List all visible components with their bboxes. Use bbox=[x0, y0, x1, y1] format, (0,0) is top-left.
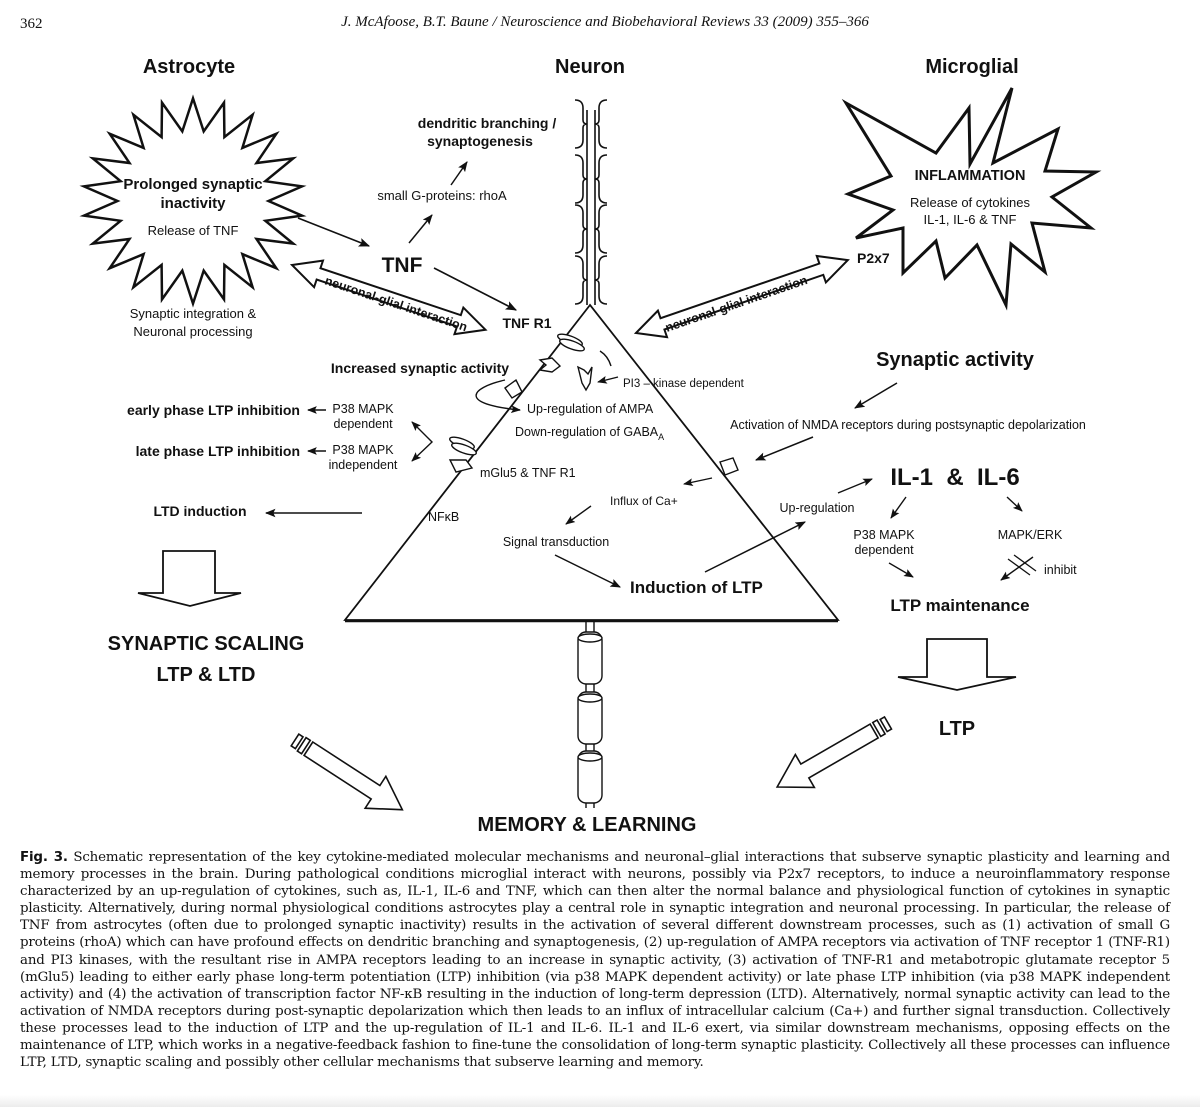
mapk-erk-label: MAPK/ERK bbox=[998, 528, 1063, 542]
gaba-subscript: A bbox=[658, 432, 664, 442]
ltp-label: LTP bbox=[939, 718, 975, 740]
dendritic-label-1: dendritic branching / bbox=[418, 115, 557, 131]
pi3-label: PI3 – kinase dependent bbox=[623, 378, 745, 390]
inhibit-mark bbox=[1007, 554, 1037, 576]
influx-ca-label: Influx of Ca+ bbox=[610, 494, 678, 508]
astrocyte-burst-shape bbox=[79, 94, 307, 308]
increased-activity-label: Increased synaptic activity bbox=[331, 360, 509, 376]
p38-dep-2: dependent bbox=[333, 417, 393, 431]
memory-learning-label: MEMORY & LEARNING bbox=[478, 814, 697, 836]
microglia-burst-sub-2: IL-1, IL-6 & TNF bbox=[924, 212, 1017, 227]
tnf-label: TNF bbox=[382, 254, 423, 277]
g-proteins-label: small G-proteins: rhoA bbox=[377, 188, 507, 203]
late-ltp-label: late phase LTP inhibition bbox=[136, 443, 300, 459]
synaptic-scaling-label-1: SYNAPTIC SCALING bbox=[108, 633, 305, 655]
dendritic-label-2: synaptogenesis bbox=[427, 133, 533, 149]
running-head: J. McAfoose, B.T. Baune / Neuroscience a… bbox=[341, 14, 869, 30]
dendrite bbox=[574, 99, 608, 305]
axon bbox=[577, 621, 603, 808]
astrocyte-burst-title-1: Prolonged synaptic bbox=[123, 176, 262, 193]
early-ltp-label: early phase LTP inhibition bbox=[127, 402, 300, 418]
il1-il6-label: IL-1 & IL-6 bbox=[890, 464, 1019, 491]
p38-indep-1: P38 MAPK bbox=[332, 443, 394, 457]
astrocyte-below-1: Synaptic integration & bbox=[130, 306, 257, 321]
nmda-label: Activation of NMDA receptors during post… bbox=[730, 418, 1086, 432]
nfkb-label: NFκB bbox=[428, 510, 459, 524]
heading-neuron: Neuron bbox=[555, 56, 625, 78]
astrocyte-burst-title-2: inactivity bbox=[160, 195, 226, 212]
p38-right-1: P38 MAPK bbox=[853, 528, 915, 542]
diag-arrow-left bbox=[290, 733, 404, 811]
synaptic-activity-label: Synaptic activity bbox=[876, 349, 1035, 371]
heading-microglial: Microglial bbox=[925, 56, 1018, 78]
down-gaba-label: Down-regulation of GABAA bbox=[515, 425, 664, 442]
page-number: 362 bbox=[20, 16, 43, 32]
mglu5-label: mGlu5 & TNF R1 bbox=[480, 466, 576, 480]
caption-label: Fig. 3. bbox=[20, 850, 68, 865]
down-arrow-right bbox=[897, 638, 1017, 691]
up-regulation-label: Up-regulation bbox=[779, 501, 854, 515]
p2x7-label: P2x7 bbox=[857, 250, 890, 266]
p38-right-2: dependent bbox=[854, 543, 914, 557]
diag-arrow-right bbox=[775, 715, 893, 789]
inhibit-label: inhibit bbox=[1044, 563, 1077, 577]
p38-dep-1: P38 MAPK bbox=[332, 402, 394, 416]
synaptic-scaling-label-2: LTP & LTD bbox=[157, 664, 256, 686]
figure-caption: Fig. 3. Schematic representation of the … bbox=[20, 849, 1170, 1071]
down-arrow-left bbox=[137, 550, 242, 607]
p38-indep-2: independent bbox=[329, 458, 398, 472]
heading-astrocyte: Astrocyte bbox=[143, 56, 235, 78]
page-bottom-edge bbox=[0, 1095, 1200, 1107]
up-ampa-label: Up-regulation of AMPA bbox=[527, 402, 654, 416]
ltp-maintenance-label: LTP maintenance bbox=[890, 596, 1029, 615]
microglia-burst-sub-1: Release of cytokines bbox=[910, 195, 1030, 210]
down-gaba-text: Down-regulation of GABA bbox=[515, 425, 659, 439]
tnf-r1-label: TNF R1 bbox=[503, 315, 552, 331]
astrocyte-below-2: Neuronal processing bbox=[133, 324, 252, 339]
astrocyte-burst-sub: Release of TNF bbox=[148, 223, 239, 238]
neuronal-glial-arrow-left bbox=[289, 259, 488, 336]
figure-diagram: Astrocyte Neuron Microglial Prolonged sy… bbox=[79, 56, 1102, 836]
neuronal-glial-label-right: neuronal-glial interaction bbox=[663, 273, 809, 335]
neuronal-glial-label-left: neuronal-glial interaction bbox=[323, 274, 469, 335]
neuronal-glial-arrow-right bbox=[633, 254, 850, 339]
caption-text: Schematic representation of the key cyto… bbox=[20, 850, 1170, 1071]
ltd-induction-label: LTD induction bbox=[153, 503, 246, 519]
signal-transduction-label: Signal transduction bbox=[503, 535, 609, 549]
microglia-burst-title: INFLAMMATION bbox=[915, 168, 1026, 184]
induction-ltp-label: Induction of LTP bbox=[630, 578, 763, 597]
receptor-symbols bbox=[448, 333, 739, 476]
microglia-burst-shape bbox=[841, 87, 1102, 311]
